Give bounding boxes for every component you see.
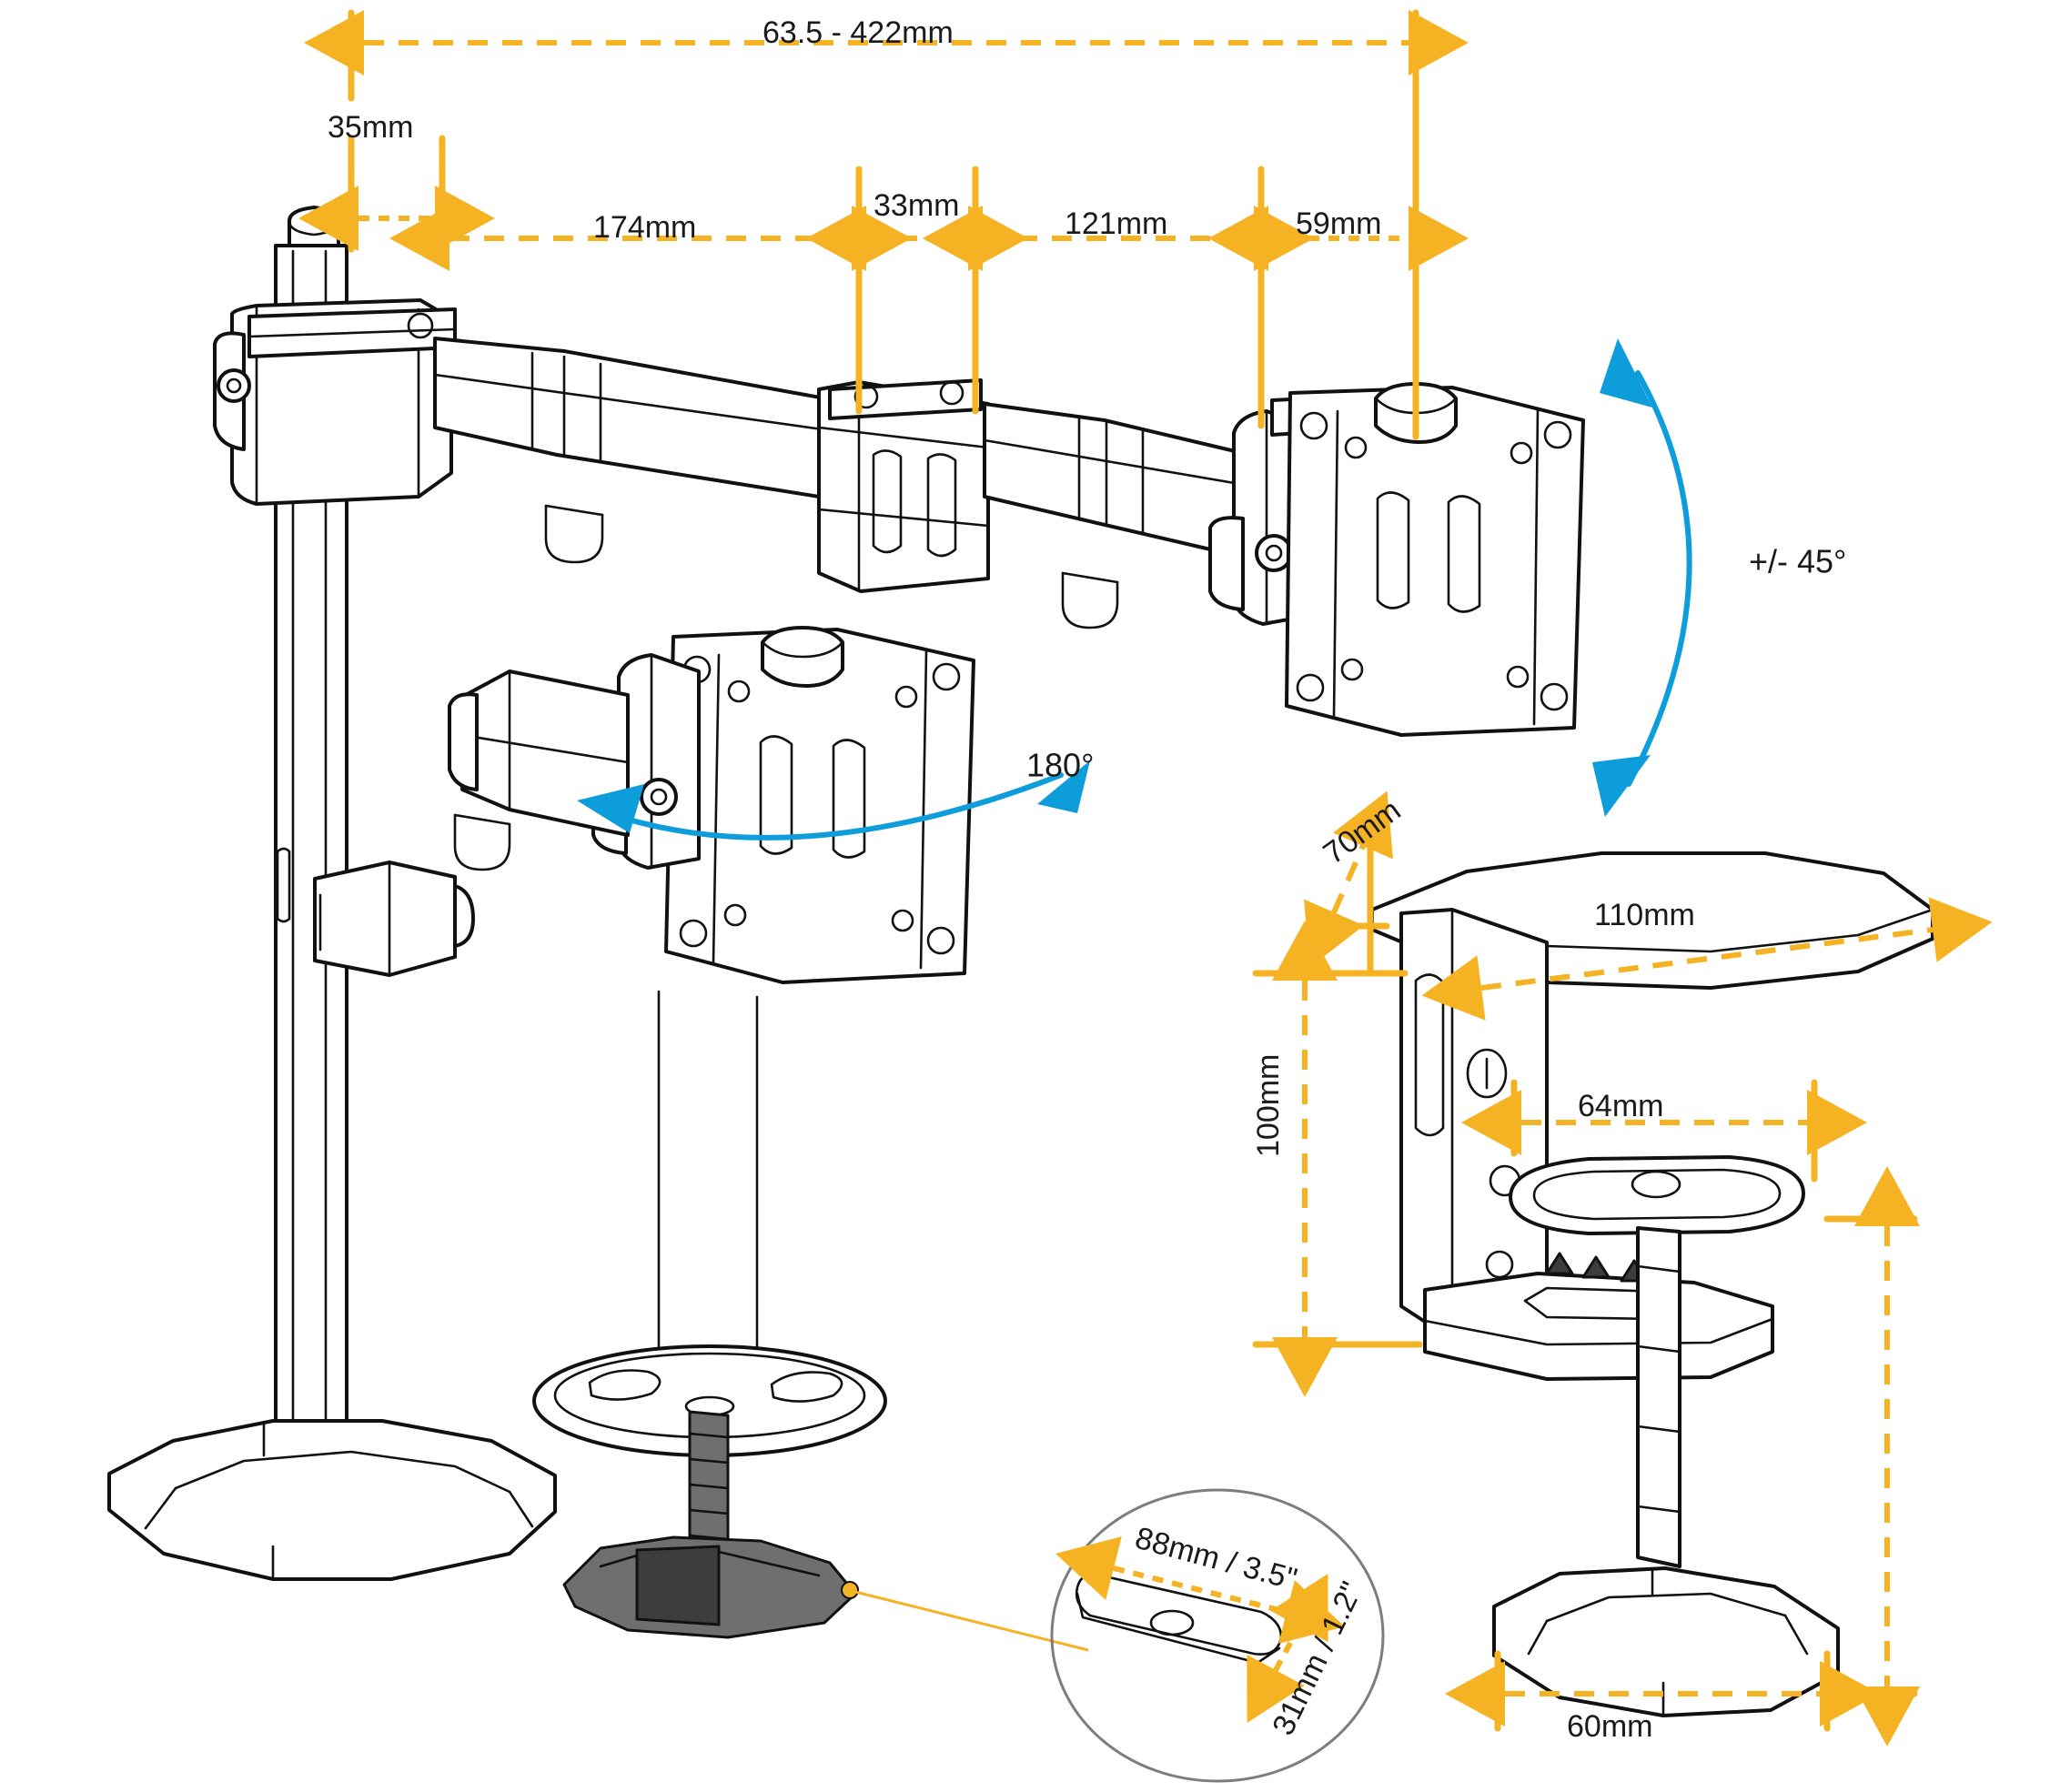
dimension-clamp-depth: 70mm (1304, 790, 1408, 977)
dimension-clamp-top-width: 110mm (1421, 897, 1993, 1021)
angle-tilt-indicator: +/- 45° (1592, 338, 1846, 817)
dimension-clamp-height: 100mm (1251, 921, 1423, 1397)
dimension-base-width: 60mm (1445, 1650, 1880, 1744)
angle-label-swivel: 180° (1026, 747, 1094, 784)
angle-label-tilt: +/- 45° (1749, 543, 1846, 580)
dim-label-clamp-jaw-width: 64mm (1578, 1089, 1663, 1123)
horizontal-arm-assembly (433, 337, 1385, 629)
dim-label-arm-segment-2: 121mm (1065, 206, 1167, 241)
dimension-clamp-jaw-width: 64mm (1461, 1079, 1867, 1183)
dim-label-clamp-height: 100mm (1251, 1054, 1286, 1157)
c-clamp-assembly (1370, 851, 1934, 1717)
vesa-plate-right (1285, 382, 1585, 737)
grommet-detail-callout: 88mm / 3.5" 31mm / 1.2" (854, 1488, 1385, 1783)
dimension-arm-breakdown: 174mm 33mm 121mm 59mm (389, 166, 1469, 440)
dimension-post-offset: 35mm (298, 110, 495, 253)
dim-label-reach-total: 63.5 - 422mm (762, 15, 954, 50)
dim-label-clamp-top-width: 110mm (1594, 898, 1695, 932)
grommet-mount-assembly (532, 990, 887, 1639)
dim-label-arm-segment-1: 174mm (593, 210, 696, 245)
dim-label-joint-gap: 33mm (874, 188, 959, 223)
pole-assembly (107, 206, 557, 1581)
dim-label-clamp-depth: 70mm (1318, 792, 1408, 871)
dim-label-base-width: 60mm (1567, 1709, 1652, 1744)
dimension-clamp-travel (1823, 1166, 1920, 1747)
dim-label-post-offset: 35mm (328, 110, 413, 145)
angle-swivel-indicator: 180° (577, 747, 1094, 841)
vesa-plate-left (448, 626, 975, 984)
dim-label-vesa-offset: 59mm (1296, 206, 1381, 241)
dim-label-grommet-length: 88mm / 3.5" (1132, 1521, 1301, 1597)
